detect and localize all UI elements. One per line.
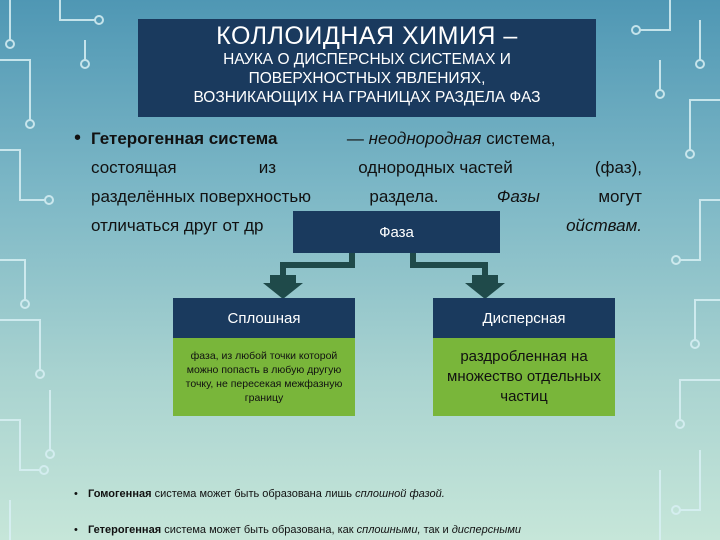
definition-dash: — [346, 129, 364, 148]
footnote-heterogeneous: • Гетерогенная система может быть образов… [74, 524, 644, 536]
definition-inhomogeneous: неоднородная [368, 129, 482, 148]
continuous-phase-node: Сплошная [173, 298, 355, 338]
continuous-phase-description: фаза, из любой точки которой можно попас… [173, 338, 355, 416]
definition-word: состоящая [91, 158, 177, 177]
bullet-icon: • [74, 127, 82, 149]
definition-word: разделённых поверхностью [91, 187, 311, 206]
bullet-icon: • [74, 524, 78, 536]
definition-paragraph: • Гетерогенная система — неоднородная си… [74, 124, 642, 240]
arrow-down-icon [465, 275, 505, 299]
title-main: КОЛЛОИДНАЯ ХИМИЯ – [216, 22, 518, 50]
footnote-term: Гетерогенная [88, 524, 162, 536]
bullet-icon: • [74, 488, 78, 500]
definition-rest1: система, [486, 129, 556, 148]
footnote-homogeneous: • Гомогенная система может быть образован… [74, 488, 644, 500]
footnote-text: система может быть образована лишь [154, 488, 353, 500]
definition-word: однородных частей [358, 158, 513, 177]
footnote-text: система может быть образована, как [164, 524, 354, 536]
definition-word-phases: Фазы [496, 187, 540, 206]
definition-word: могут [598, 187, 642, 206]
title-sub-line1: НАУКА О ДИСПЕРСНЫХ СИСТЕМАХ И [223, 51, 511, 68]
arrow-down-icon [263, 275, 303, 299]
definition-word: из [258, 158, 277, 177]
footnote-italic: сплошной фазой. [355, 488, 445, 500]
title-banner: КОЛЛОИДНАЯ ХИМИЯ – НАУКА О ДИСПЕРСНЫХ СИ… [138, 19, 596, 117]
definition-line4-end: ойствам. [566, 216, 642, 235]
connector-arrows [263, 253, 505, 299]
dispersed-phase-node: Дисперсная [433, 298, 615, 338]
footnote-italic: дисперсными [451, 524, 521, 536]
footnote-term: Гомогенная [88, 488, 152, 500]
definition-line3: разделённых поверхностью раздела. Фазы м… [91, 182, 642, 211]
definition-word: раздела. [369, 187, 439, 206]
title-sub-line3: ВОЗНИКАЮЩИХ НА ГРАНИЦАХ РАЗДЕЛА ФАЗ [193, 89, 541, 106]
title-sub-line2: ПОВЕРХНОСТНЫХ ЯВЛЕНИЯХ, [248, 70, 486, 87]
definition-line4-start: отличаться друг от др [91, 216, 264, 235]
footnote-text: так и [423, 524, 449, 536]
definition-line2: состоящая из однородных частей (фаз), [91, 153, 642, 182]
footnote-italic: сплошными, [356, 524, 421, 536]
dispersed-phase-description: раздробленная на множество отдельных час… [433, 338, 615, 416]
definition-term: Гетерогенная система [91, 129, 278, 148]
phase-node: Фаза [293, 211, 500, 253]
definition-line4: отличаться друг от др ойствам. [91, 211, 642, 240]
definition-word: (фаз), [594, 158, 642, 177]
definition-line1: Гетерогенная система — неоднородная сист… [91, 124, 642, 153]
